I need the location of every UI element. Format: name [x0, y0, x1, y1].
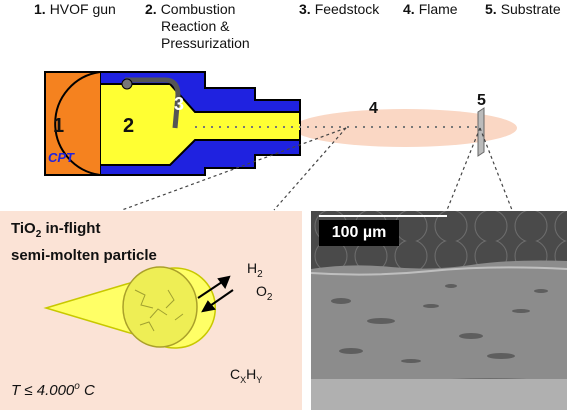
cxhy-label: CXHY — [230, 366, 263, 385]
zoom-line — [121, 127, 347, 211]
legend-item-substrate: 5.Substrate — [485, 1, 561, 17]
scale-bar-label: 100 µm — [319, 220, 399, 246]
substrate — [477, 107, 485, 157]
label-3: 3 — [174, 94, 185, 114]
label-4: 4 — [369, 100, 378, 117]
temperature-label: T ≤ 4.000o C — [11, 381, 95, 399]
legend-item-combustion: 2.Combustion Reaction & Pressurization — [145, 1, 250, 51]
hvof-gun — [44, 71, 301, 176]
legend: 1.HVOF gun 2.Combustion Reaction & Press… — [0, 0, 567, 60]
particle — [43, 266, 216, 349]
zoom-line — [273, 127, 347, 211]
legend-item-flame: 4.Flame — [403, 1, 458, 17]
label-2: 2 — [123, 115, 135, 137]
zoom-line — [446, 127, 481, 211]
label-1: 1 — [53, 115, 65, 137]
legend-item-hvof-gun: 1.HVOF gun — [34, 1, 116, 17]
h2-label: H2 — [247, 260, 263, 280]
label-5: 5 — [477, 92, 486, 109]
gas-arrows — [197, 275, 234, 313]
legend-item-feedstock: 3.Feedstock — [299, 1, 380, 17]
o2-label: O2 — [256, 283, 273, 303]
particle-title: TiO2 in-flight semi-molten particle — [11, 220, 157, 264]
zoom-line — [479, 127, 513, 211]
cpt-logo: CPT — [48, 150, 74, 165]
